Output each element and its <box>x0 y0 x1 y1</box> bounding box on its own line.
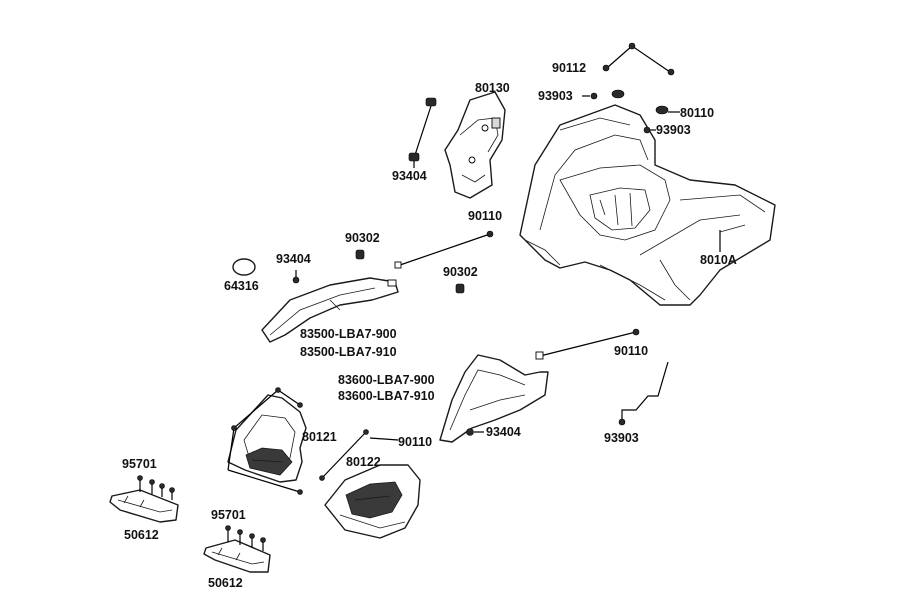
label-90110-upper: 90110 <box>468 209 502 223</box>
bracket-80130 <box>444 91 506 199</box>
label-93903-right: 93903 <box>656 123 691 137</box>
footwell-80121 <box>227 394 307 483</box>
screw-93903-right <box>643 126 656 134</box>
label-80122: 80122 <box>346 455 381 469</box>
clip-90302-upper <box>355 249 365 260</box>
cable-80121 <box>227 387 303 495</box>
clip-90302-middle <box>455 283 465 294</box>
label-83600-910: 83600-LBA7-910 <box>338 389 435 403</box>
label-93903-top: 93903 <box>538 89 573 103</box>
label-93404-lower: 93404 <box>486 425 521 439</box>
rear-fender-8010a <box>519 104 776 306</box>
label-93404-upper: 93404 <box>392 169 427 183</box>
footwell-80122 <box>324 464 421 539</box>
label-90112: 90112 <box>552 61 586 75</box>
label-95701-right: 95701 <box>211 508 246 522</box>
rod-93903-lower <box>618 361 669 426</box>
cable-90110-lower <box>319 429 399 481</box>
side-panel-83600 <box>439 328 640 443</box>
label-80110: 80110 <box>680 106 714 120</box>
label-50612-right: 50612 <box>208 576 243 590</box>
label-83600-900: 83600-LBA7-900 <box>338 373 435 387</box>
label-83500-910: 83500-LBA7-910 <box>300 345 397 359</box>
label-90110-lower: 90110 <box>398 435 432 449</box>
grommet-80110 <box>611 89 680 115</box>
label-90302-upper: 90302 <box>345 231 380 245</box>
cap-64316 <box>232 258 256 276</box>
screw-93903-top <box>582 92 598 100</box>
bolts-95701-right <box>225 525 266 551</box>
label-50612-left: 50612 <box>124 528 159 542</box>
bolts-95701-left <box>137 475 175 500</box>
label-83500-900: 83500-LBA7-900 <box>300 327 397 341</box>
cable-90112 <box>602 42 675 76</box>
label-93404-middle: 93404 <box>276 252 311 266</box>
label-80121: 80121 <box>302 430 337 444</box>
label-8010a: 8010A <box>700 253 737 267</box>
label-80130: 80130 <box>475 81 510 95</box>
cable-90110-upper <box>394 230 494 269</box>
label-90302-middle: 90302 <box>443 265 478 279</box>
bolt-93404-lower <box>466 428 484 436</box>
bolt-93404-middle <box>292 270 300 284</box>
footrest-50612-left <box>109 489 179 523</box>
label-93903-lower: 93903 <box>604 431 639 445</box>
label-64316: 64316 <box>224 279 259 293</box>
side-panel-83500 <box>261 277 399 343</box>
label-95701-left: 95701 <box>122 457 157 471</box>
footrest-50612-right <box>203 539 271 573</box>
label-90110-right: 90110 <box>614 344 648 358</box>
bolt-93404-upper <box>408 97 437 168</box>
